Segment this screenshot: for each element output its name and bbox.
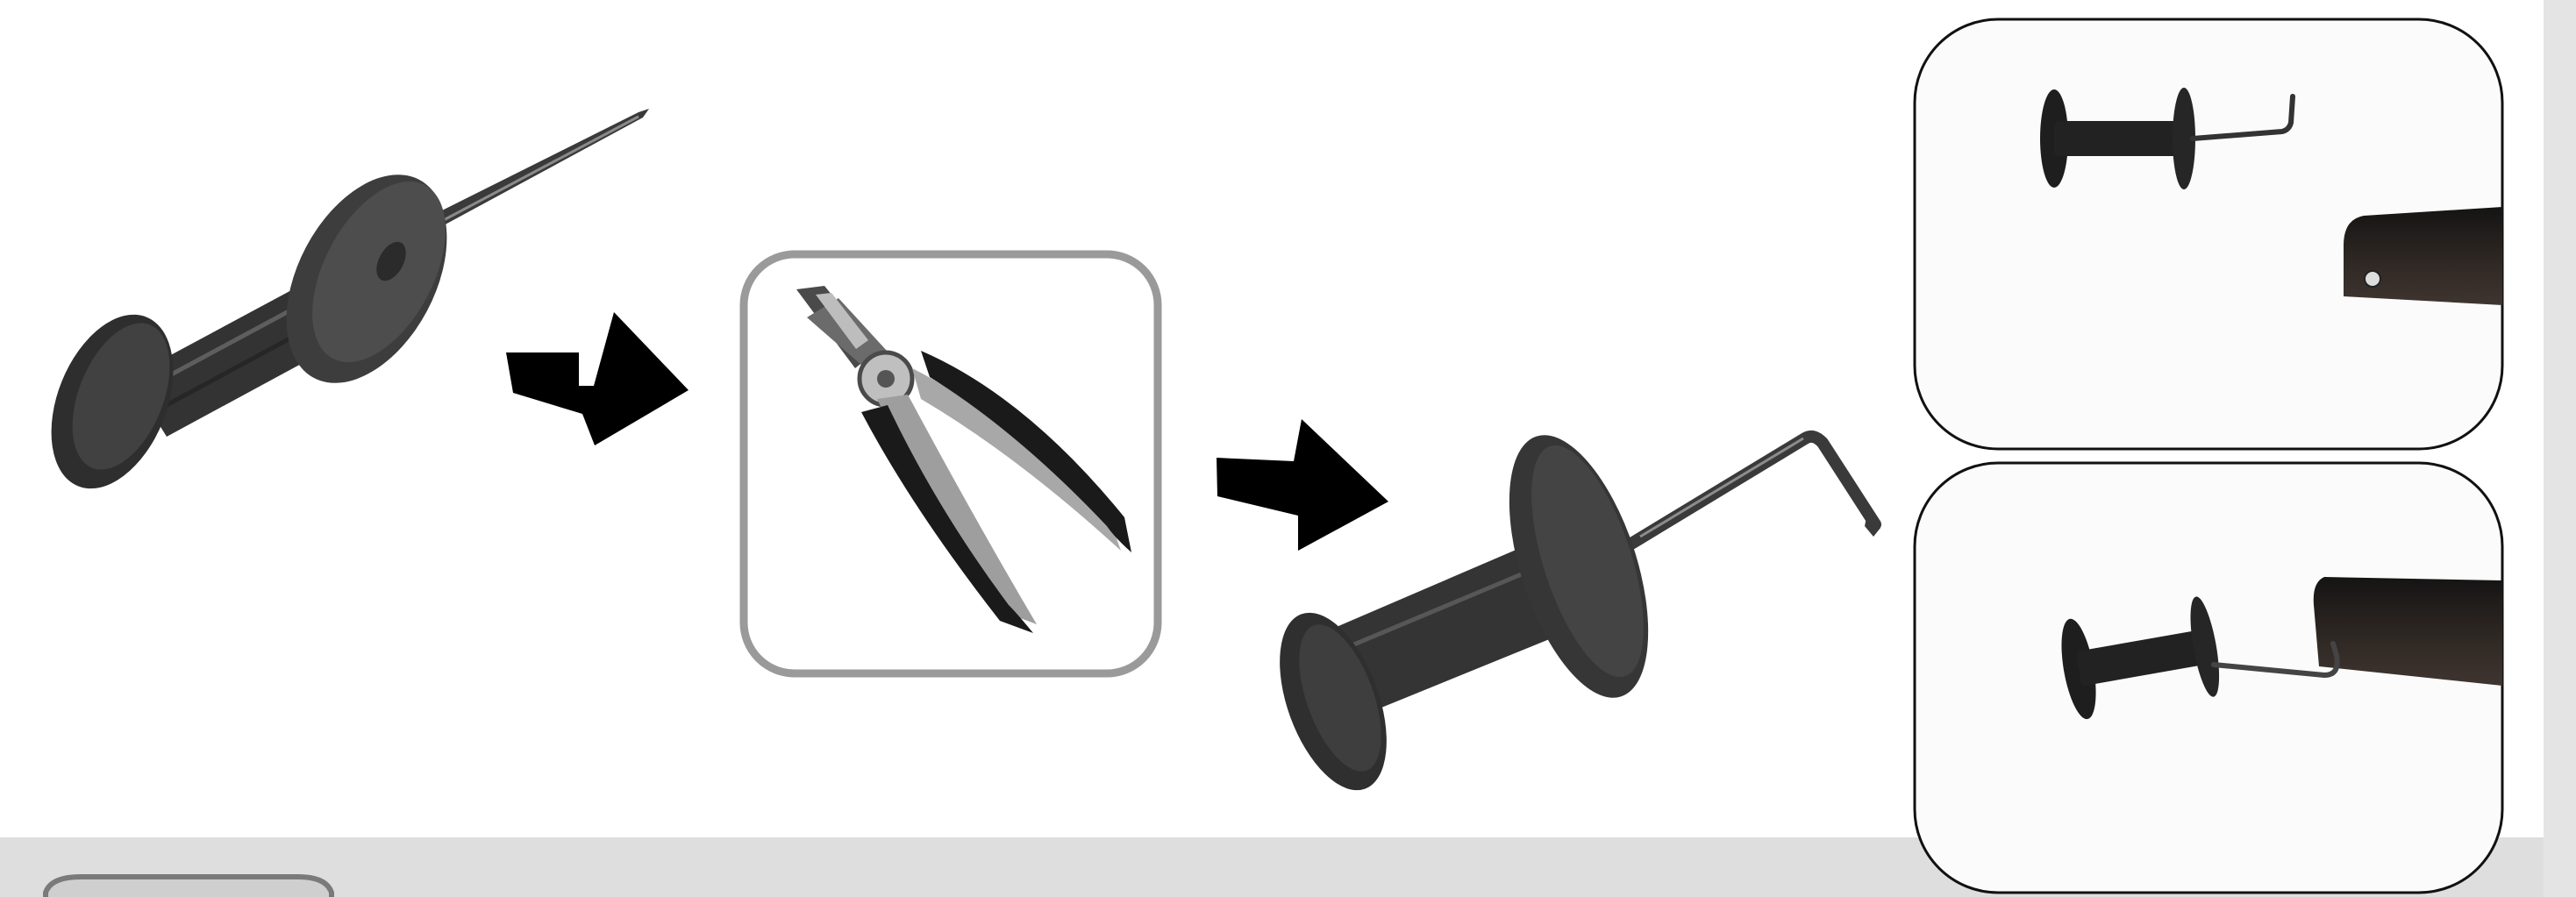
pliers-pivot-bolt [877,370,895,388]
right-edge-strip [2544,0,2576,897]
hook-panel-top [1915,19,2502,449]
bottom-left-button-outline [46,877,332,897]
hook-panel-bottom [1915,463,2502,893]
pliers-frame [744,254,1158,673]
mini-pin-shaft [2054,121,2186,156]
bar-screw [2365,271,2380,287]
pliers-frame-border [744,254,1158,673]
wooden-bar [2344,207,2502,305]
